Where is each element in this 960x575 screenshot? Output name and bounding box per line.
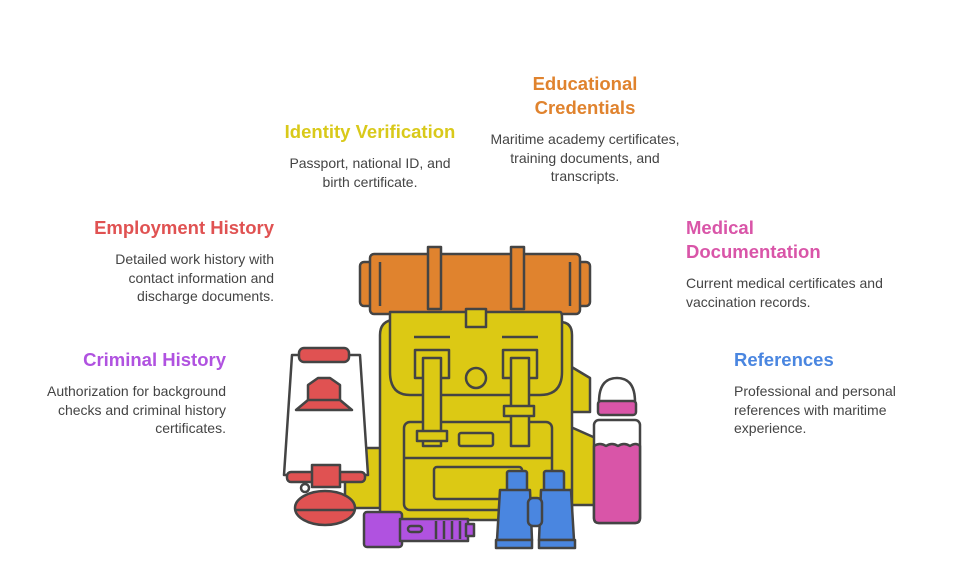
medical-documentation-item: Medical Documentation Current medical ce… — [686, 216, 886, 311]
employment-history-description: Detailed work history with contact infor… — [115, 251, 274, 304]
references-description: Professional and personal references wit… — [734, 383, 896, 436]
educational-credentials-title: Educational Credentials — [532, 73, 638, 118]
lantern-icon — [282, 346, 370, 527]
identity-verification-description: Passport, national ID, and birth certifi… — [289, 155, 451, 190]
identity-verification-title: Identity Verification — [284, 121, 456, 142]
criminal-history-item: Criminal History Authorization for backg… — [30, 348, 226, 438]
employment-history-title: Employment History — [94, 217, 274, 238]
references-item: References Professional and personal ref… — [734, 348, 924, 438]
medical-documentation-title: Medical Documentation — [686, 217, 821, 262]
bedroll-icon — [358, 245, 592, 316]
employment-history-item: Employment History Detailed work history… — [60, 216, 274, 306]
flashlight-icon — [362, 510, 476, 549]
water-bottle-icon — [592, 376, 642, 525]
identity-verification-item: Identity Verification Passport, national… — [270, 120, 470, 191]
criminal-history-description: Authorization for background checks and … — [47, 383, 226, 436]
references-title: References — [734, 349, 834, 370]
educational-credentials-item: Educational Credentials Maritime academy… — [490, 72, 680, 186]
educational-credentials-description: Maritime academy certificates, training … — [490, 131, 680, 184]
binoculars-icon — [494, 469, 577, 550]
criminal-history-title: Criminal History — [83, 349, 226, 370]
medical-documentation-description: Current medical certificates and vaccina… — [686, 275, 883, 310]
